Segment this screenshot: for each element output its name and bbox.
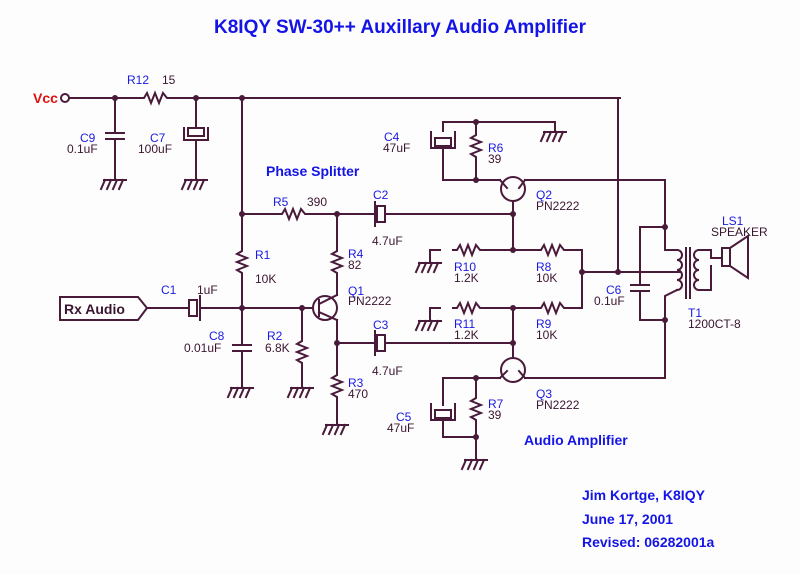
q1-value: PN2222 [348, 294, 392, 308]
q2-value: PN2222 [536, 199, 580, 213]
r12-value: 15 [162, 73, 176, 87]
c4-value: 47uF [383, 141, 410, 155]
r1-value: 10K [255, 272, 276, 286]
component-labels: R12 15 C9 0.1uF C7 100uF R5 390 C2 4.7uF… [67, 73, 768, 435]
r7-ref: R7 [488, 397, 504, 411]
r3-ref: R3 [348, 376, 364, 390]
c4-ref: C4 [384, 130, 400, 144]
r12-ref: R12 [127, 73, 149, 87]
c6-ref: C6 [606, 283, 622, 297]
ls1-ref: LS1 [722, 214, 744, 228]
r9-ref: R9 [536, 317, 552, 331]
r4-value: 82 [348, 258, 362, 272]
q3-value: PN2222 [536, 398, 580, 412]
c3-ref: C3 [373, 318, 389, 332]
r6-value: 39 [488, 152, 502, 166]
r9-value: 10K [536, 328, 557, 342]
vcc-terminal [60, 93, 70, 103]
q3-ref: Q3 [536, 387, 552, 401]
r5-ref: R5 [273, 195, 289, 209]
q2-ref: Q2 [536, 188, 552, 202]
t1-value: 1200CT-8 [688, 317, 741, 331]
c9-value: 0.1uF [67, 142, 98, 156]
phase-splitter-label: Phase Splitter [266, 163, 360, 179]
c5-value: 47uF [387, 421, 414, 435]
t1-ref: T1 [688, 306, 702, 320]
c8-value: 0.01uF [184, 341, 221, 355]
c3-value: 4.7uF [372, 364, 403, 378]
rx-audio-label: Rx Audio [64, 301, 125, 317]
c7-ref: C7 [150, 131, 166, 145]
junction-dots [112, 95, 668, 440]
schematic-title: K8IQY SW-30++ Auxillary Audio Amplifier [214, 17, 587, 38]
c6-value: 0.1uF [594, 294, 625, 308]
credit-date: June 17, 2001 [582, 511, 673, 527]
r12-resistor [139, 92, 173, 104]
r10-value: 1.2K [454, 271, 479, 285]
q1-ref: Q1 [348, 284, 364, 298]
credit-revised: Revised: 06282001a [582, 534, 715, 550]
c2-ref: C2 [373, 188, 389, 202]
audio-amplifier-label: Audio Amplifier [524, 432, 628, 448]
c9-ref: C9 [80, 131, 96, 145]
r2-value: 6.8K [265, 341, 290, 355]
r5-value: 390 [307, 195, 327, 209]
r11-value: 1.2K [454, 328, 479, 342]
r7-value: 39 [488, 408, 502, 422]
c5-ref: C5 [396, 410, 412, 424]
ls1-value: SPEAKER [711, 225, 768, 239]
r6-ref: R6 [488, 141, 504, 155]
r8-ref: R8 [536, 260, 552, 274]
c8-ref: C8 [209, 329, 225, 343]
rx-audio-port: Rx Audio [59, 296, 149, 321]
r2-ref: R2 [267, 329, 283, 343]
r4-ref: R4 [348, 247, 364, 261]
vcc-label: Vcc [33, 90, 58, 106]
credit-author: Jim Kortge, K8IQY [582, 487, 706, 503]
c1-ref: C1 [161, 283, 177, 297]
r1-ref: R1 [255, 248, 271, 262]
r10-ref: R10 [454, 260, 476, 274]
r8-value: 10K [536, 271, 557, 285]
r11-ref: R11 [454, 317, 475, 331]
c7-value: 100uF [138, 142, 172, 156]
wires [68, 92, 749, 461]
c2-value: 4.7uF [372, 234, 403, 248]
c1-value: 1uF [197, 283, 218, 297]
r3-value: 470 [348, 387, 368, 401]
